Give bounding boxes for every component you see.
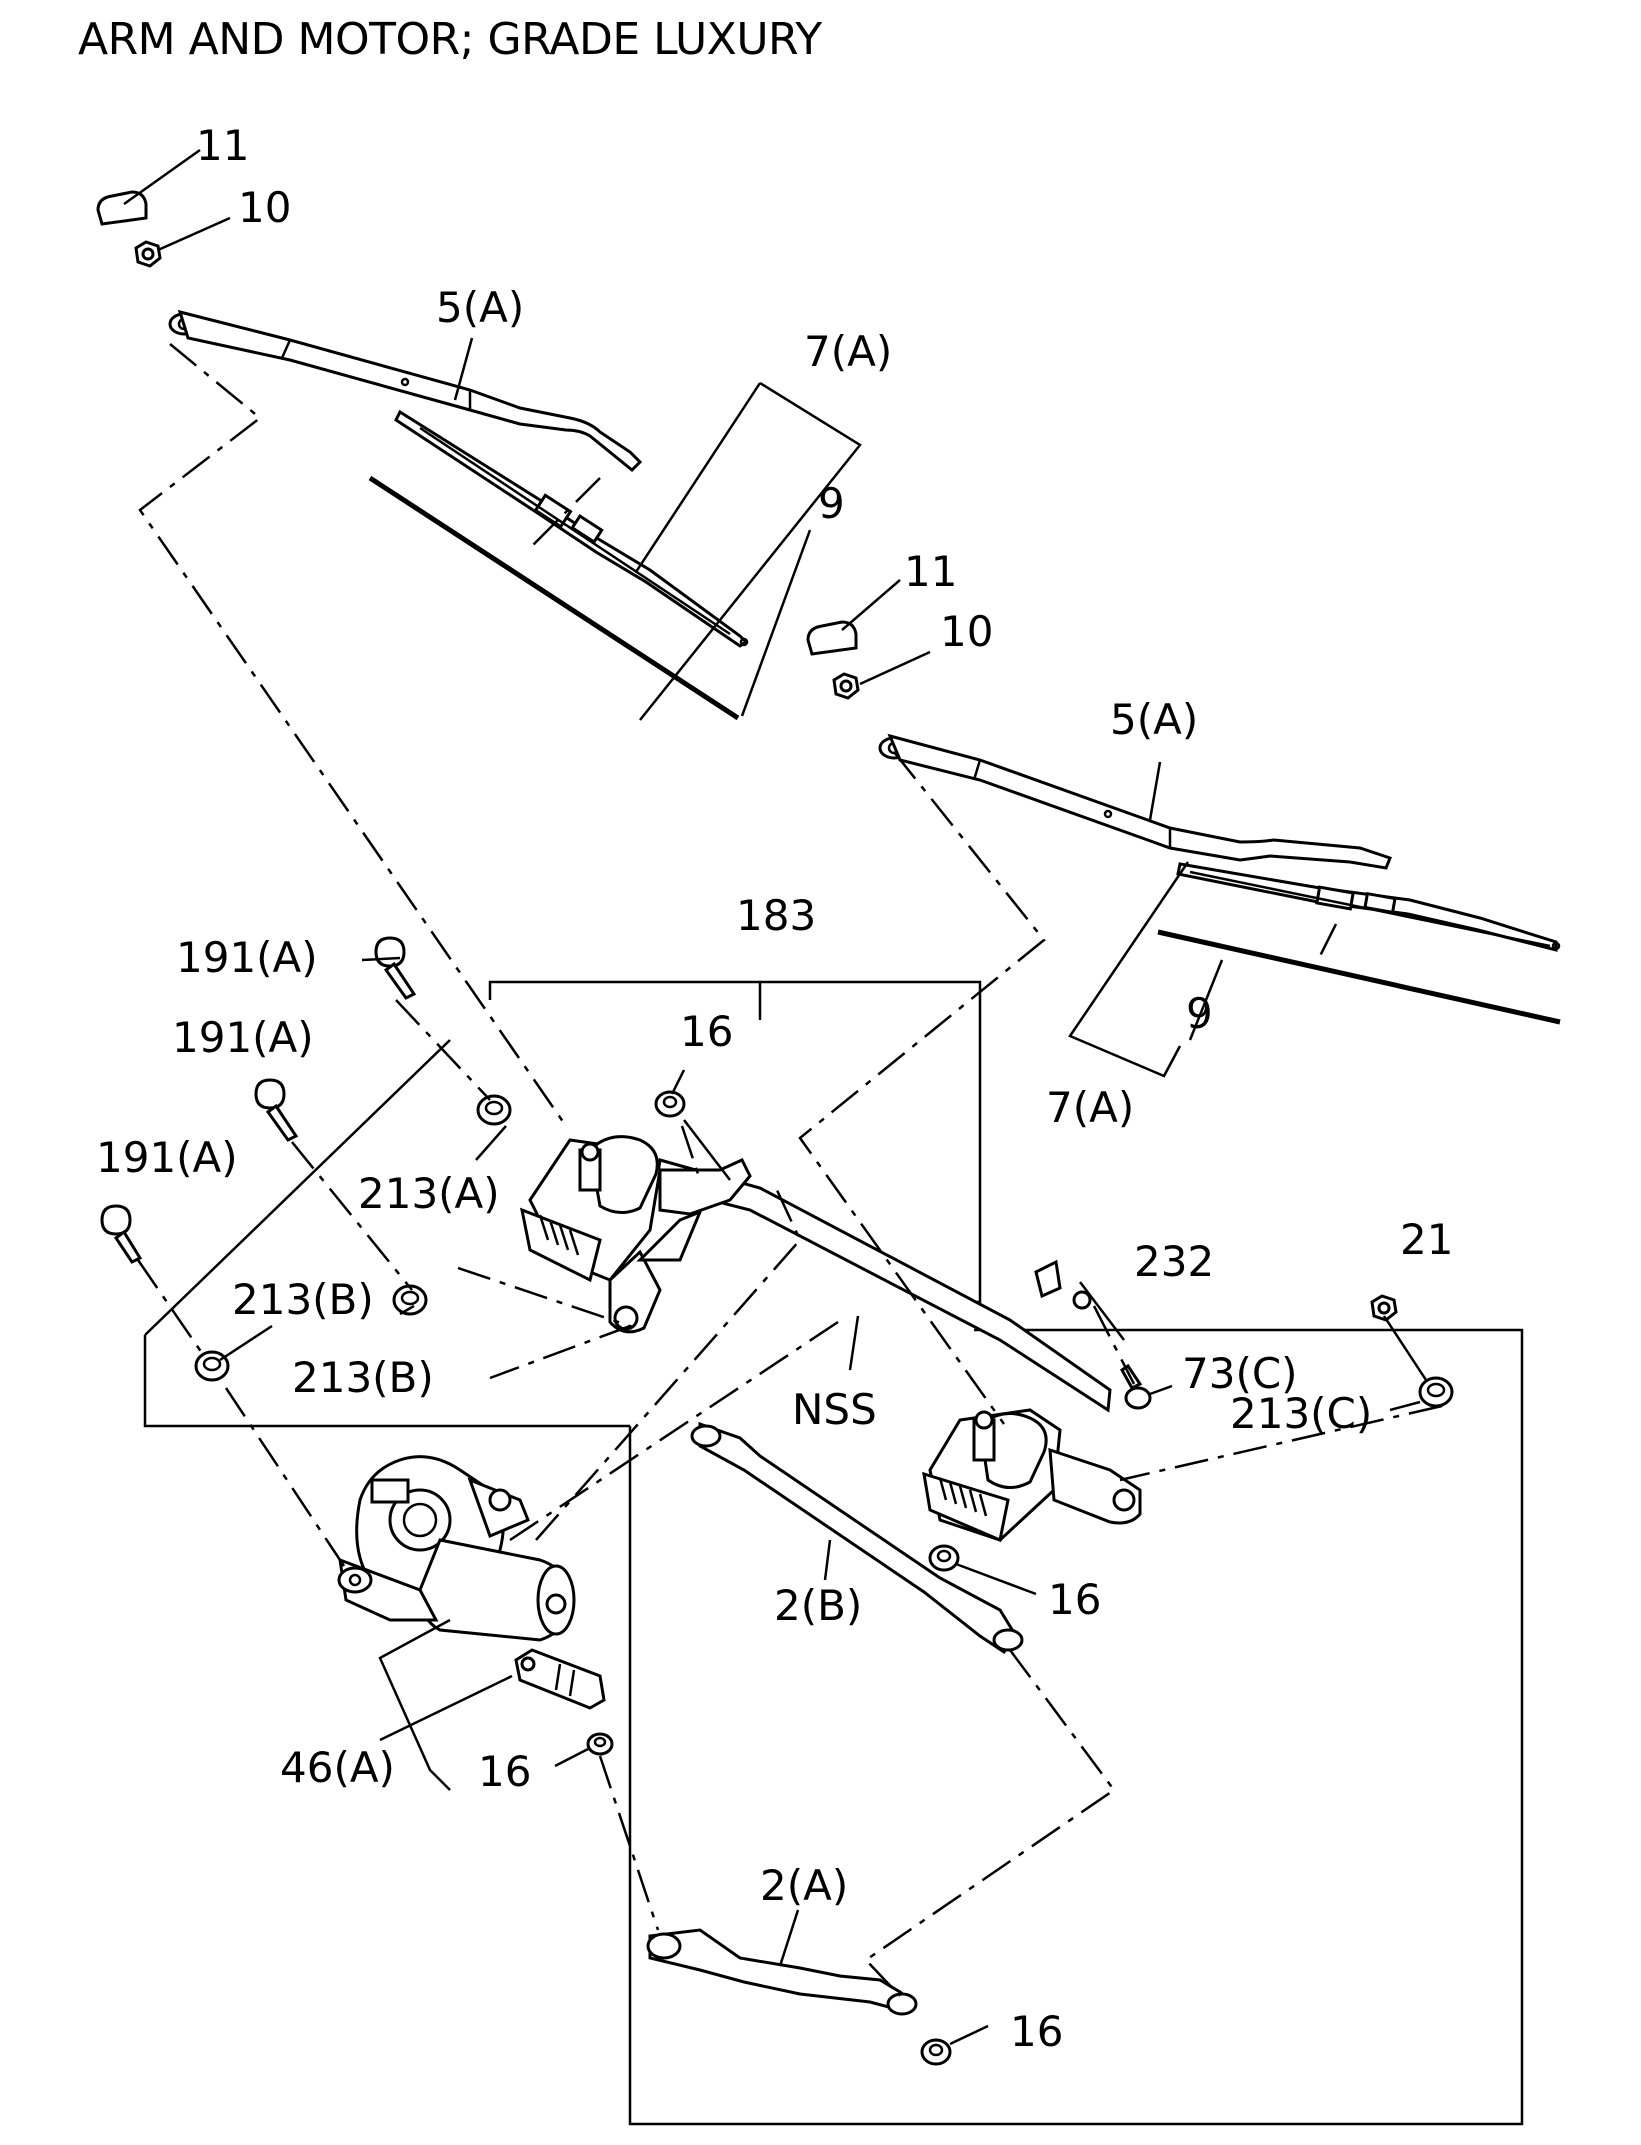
grommet-213b-lower bbox=[194, 1350, 230, 1382]
fasteners bbox=[100, 936, 1454, 2066]
nut-16-bottom bbox=[920, 2038, 952, 2066]
nut-16-middle bbox=[928, 1544, 960, 1572]
diagram-title: ARM AND MOTOR; GRADE LUXURY bbox=[78, 14, 822, 65]
grommet-213a bbox=[476, 1094, 512, 1126]
callout-213b-lower: 213(B) bbox=[292, 1353, 434, 1402]
callout-16-middle: 16 bbox=[1048, 1575, 1101, 1624]
callout-16-motor: 16 bbox=[478, 1747, 531, 1796]
screw-73c bbox=[1120, 1363, 1152, 1410]
callout-9-left: 9 bbox=[818, 479, 845, 528]
left-wiper-arm-group bbox=[96, 190, 749, 721]
callout-7a-left: 7(A) bbox=[804, 327, 892, 376]
callout-73c: 73(C) bbox=[1182, 1349, 1298, 1398]
assembly-frame bbox=[143, 980, 1524, 2126]
callout-2b: 2(B) bbox=[774, 1581, 862, 1630]
callout-9-right: 9 bbox=[1186, 989, 1213, 1038]
callout-183: 183 bbox=[736, 891, 816, 940]
callout-16-upper: 16 bbox=[680, 1007, 733, 1056]
callout-labels: 11 10 5(A) 7(A) 9 11 10 5(A) 9 7(A) 183 … bbox=[96, 121, 1453, 2056]
callout-11-right: 11 bbox=[904, 547, 957, 596]
bolt-191a-3 bbox=[100, 1204, 143, 1264]
callout-11-left: 11 bbox=[196, 121, 249, 170]
cap-11-left bbox=[96, 190, 148, 226]
callout-2a: 2(A) bbox=[760, 1861, 848, 1910]
rod-2a bbox=[646, 1928, 918, 2016]
callout-16-bottom: 16 bbox=[1010, 2007, 1063, 2056]
callout-46a: 46(A) bbox=[280, 1743, 395, 1792]
rubber-9-right bbox=[1157, 929, 1561, 1025]
callout-7a-right: 7(A) bbox=[1046, 1083, 1134, 1132]
callout-213c: 213(C) bbox=[1230, 1389, 1372, 1438]
nut-10-left bbox=[134, 240, 162, 268]
clip-232 bbox=[1034, 1259, 1092, 1310]
callout-5a-right: 5(A) bbox=[1110, 695, 1198, 744]
blade-7a-right bbox=[1176, 862, 1561, 952]
pivot-left bbox=[519, 1135, 752, 1334]
callout-191a-upper: 191(A) bbox=[176, 933, 318, 982]
bracket-183 bbox=[636, 1209, 703, 1262]
callout-213b-upper: 213(B) bbox=[232, 1275, 374, 1324]
callout-21: 21 bbox=[1400, 1215, 1453, 1264]
rubber-9-left bbox=[368, 475, 740, 721]
right-wiper-arm-group bbox=[806, 620, 1561, 1025]
nut-16-motor bbox=[586, 1732, 614, 1756]
callout-nss: NSS bbox=[792, 1385, 877, 1434]
nut-10-right bbox=[832, 672, 860, 700]
nut-21 bbox=[1370, 1294, 1398, 1322]
callout-191a-lower: 191(A) bbox=[96, 1133, 238, 1182]
grommet-213c bbox=[1418, 1376, 1454, 1408]
nut-16-upper bbox=[654, 1090, 686, 1118]
callout-10-left: 10 bbox=[238, 183, 291, 232]
callout-232: 232 bbox=[1134, 1237, 1214, 1286]
wiper-arm-5a-right bbox=[878, 733, 1392, 870]
grommet-213b-upper bbox=[392, 1284, 428, 1316]
rod-2b bbox=[690, 1421, 1024, 1655]
phantom-lines bbox=[136, 343, 1443, 1997]
bolt-191a-2 bbox=[254, 1078, 299, 1142]
cap-11-right bbox=[806, 620, 858, 656]
blade-7a-left bbox=[394, 409, 749, 648]
wiper-linkage bbox=[519, 1135, 1142, 1543]
wiper-arm-5a-left bbox=[168, 309, 643, 473]
bolt-191a-1 bbox=[374, 936, 417, 1000]
bracket-46a bbox=[514, 1648, 606, 1710]
leader-lines bbox=[123, 148, 1428, 2046]
pivot-right bbox=[922, 1408, 1142, 1543]
callout-191a-middle: 191(A) bbox=[172, 1013, 314, 1062]
callout-213a: 213(A) bbox=[358, 1169, 500, 1218]
callout-5a-left: 5(A) bbox=[436, 283, 524, 332]
callout-10-right: 10 bbox=[940, 607, 993, 656]
wiper-motor bbox=[337, 1455, 576, 1642]
